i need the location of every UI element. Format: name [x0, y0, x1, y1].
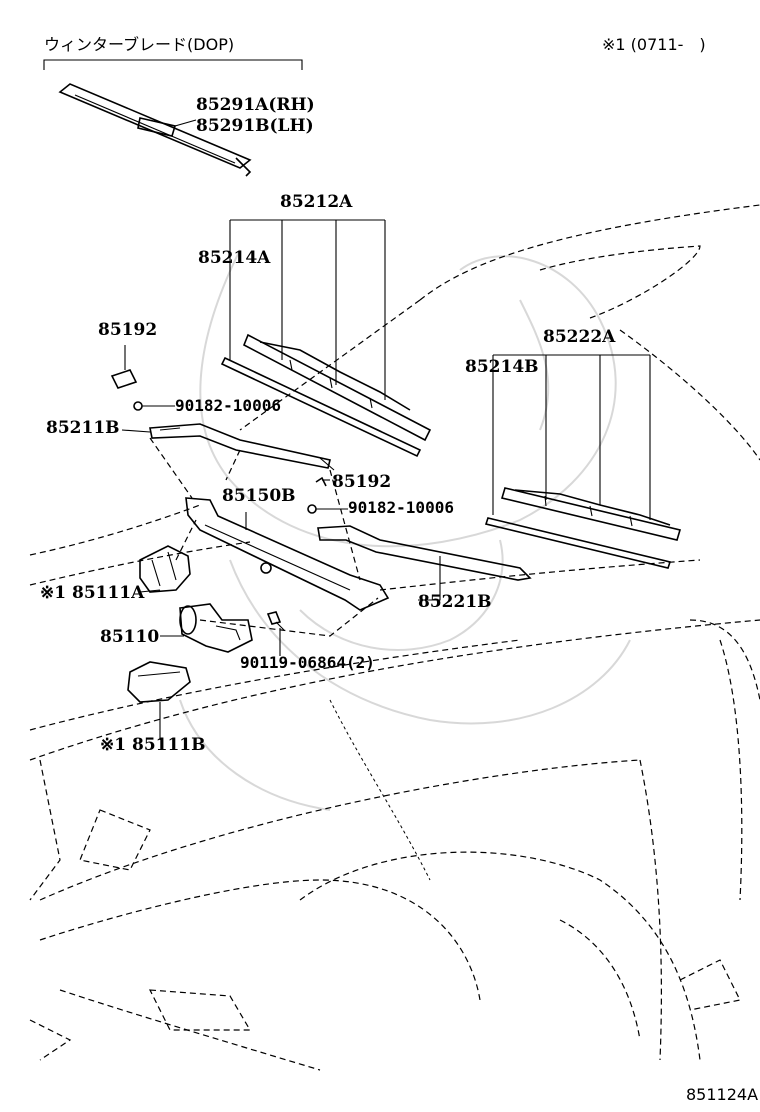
nut-part-mid: [307, 504, 317, 514]
label-85214b: 85214B: [465, 357, 539, 377]
label-90182-top: 90182-10006: [175, 396, 281, 415]
vehicle-outline: [29, 204, 760, 1071]
cap-part-top: [110, 369, 138, 389]
wiper-blade-right: [484, 487, 682, 569]
model-note: ※1 (0711- ): [602, 35, 706, 54]
motor-cover-lower: [127, 661, 191, 703]
group-bracket: [43, 59, 303, 70]
label-85221b: 85221B: [418, 592, 492, 612]
wiper-link-assembly: [185, 497, 390, 611]
label-85212a: 85212A: [280, 192, 353, 212]
leader-85291: [174, 119, 197, 127]
label-85111a: ※1 85111A: [40, 583, 145, 603]
motor-cover-upper: [139, 545, 191, 593]
leader-85211b: [121, 429, 151, 433]
nut-part-top: [133, 401, 143, 411]
label-85110: 85110: [100, 627, 159, 647]
label-85291b: 85291B(LH): [196, 116, 314, 136]
wiper-motor: [179, 603, 253, 653]
label-85192-top: 85192: [98, 320, 157, 340]
leader-85212a: [229, 219, 386, 400]
bolt-part: [266, 611, 285, 631]
group-label: ウィンターブレード(DOP): [44, 35, 234, 54]
cap-part-mid: [315, 476, 327, 487]
winter-blade-part: [58, 83, 252, 177]
label-85150b: 85150B: [222, 486, 296, 506]
install-guides: [149, 437, 379, 637]
label-90182-mid: 90182-10006: [348, 498, 454, 517]
label-85222a: 85222A: [543, 327, 616, 347]
leader-85221b: [418, 556, 441, 601]
label-85192-mid: 85192: [332, 472, 391, 492]
wiper-arm-right: [317, 525, 532, 581]
label-85111b: ※1 85111B: [100, 735, 206, 755]
label-90119: 90119-06864(2): [240, 653, 375, 672]
wiper-blade-left: [220, 333, 432, 458]
figure-id: 851124A: [686, 1085, 758, 1104]
label-85214a: 85214A: [198, 248, 271, 268]
watermark-emblem: [179, 249, 631, 811]
wiper-arm-left: [149, 423, 335, 471]
label-85291a: 85291A(RH): [196, 95, 315, 115]
leader-85222a: [492, 354, 651, 520]
label-85211b: 85211B: [46, 418, 120, 438]
